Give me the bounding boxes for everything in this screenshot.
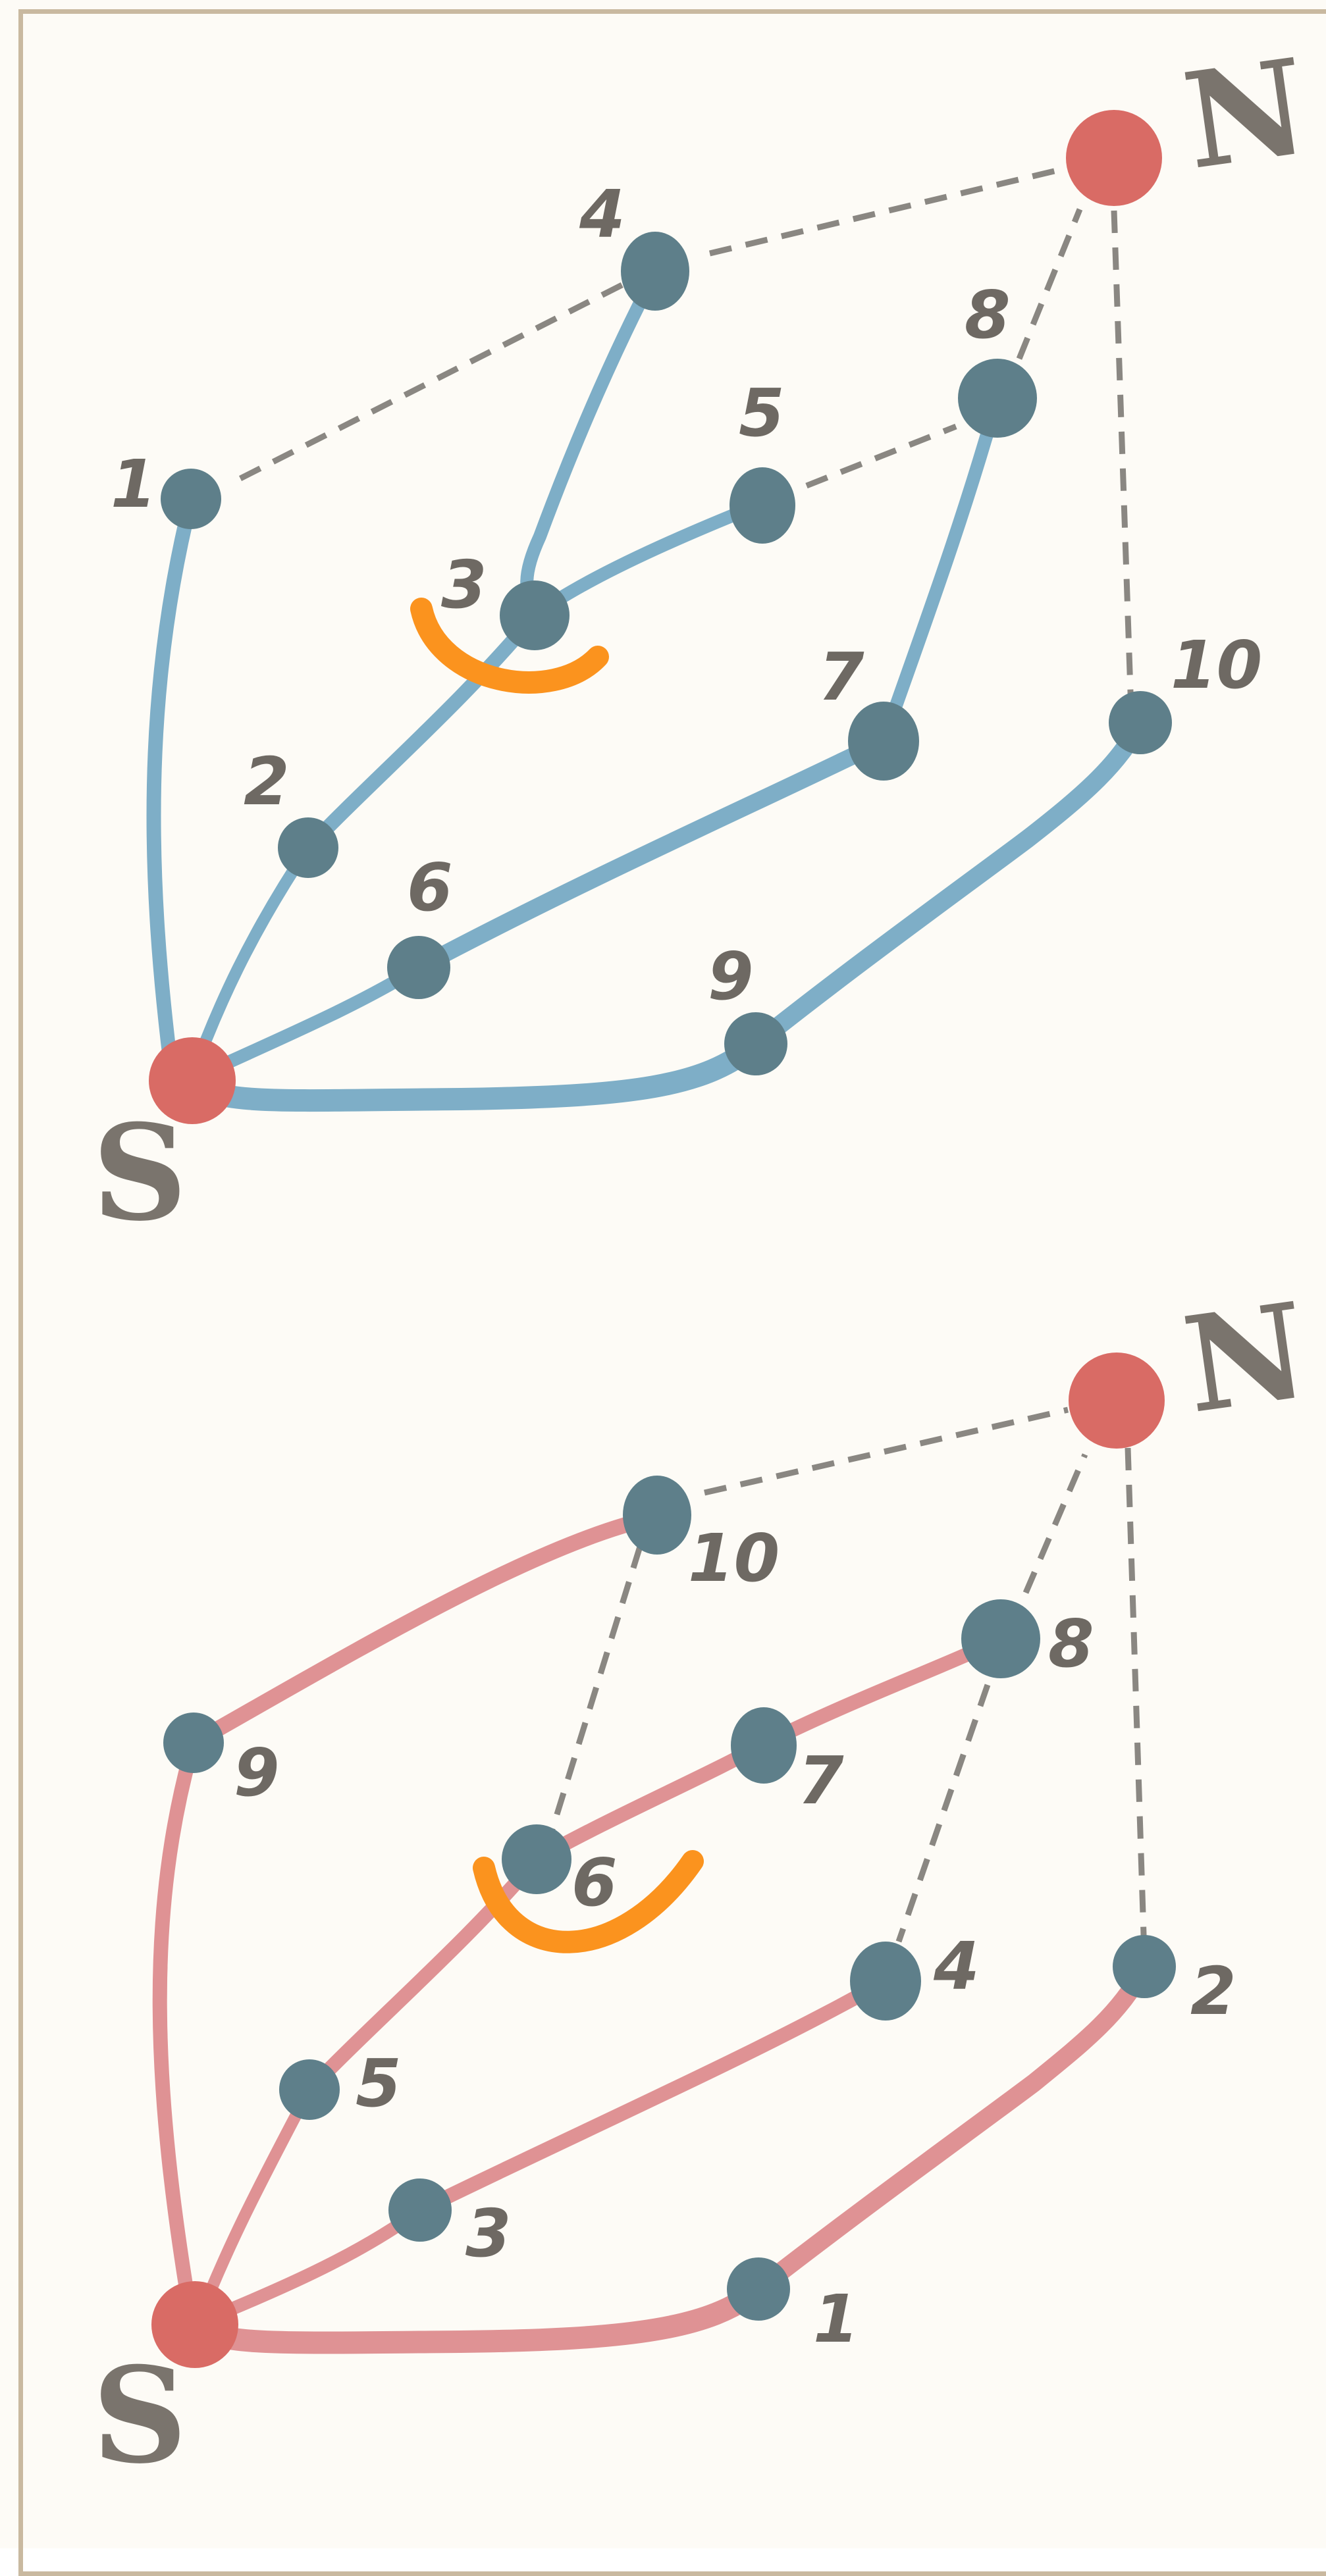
edge-6-7: [419, 741, 884, 967]
node-7: [731, 1707, 797, 1784]
node-3: [388, 2178, 452, 2242]
dashed-edge-8-4: [899, 1685, 988, 1942]
node-label-3: 3: [441, 546, 487, 623]
node-label-2: 2: [1190, 1953, 1236, 2030]
node-label-7: 7: [798, 1742, 844, 1819]
node-label-4: 4: [579, 176, 625, 253]
edge-s-9: [192, 1044, 756, 1100]
dashed-edge-1-4: [240, 270, 652, 478]
node-label-3: 3: [465, 2195, 512, 2272]
node-8: [961, 1599, 1040, 1678]
node-label-10: 10: [688, 1520, 780, 1597]
dashed-edge-5-8: [807, 426, 956, 486]
graph-b: 1 2 3 4 5 6 7 8 9 10 S N: [92, 1274, 1316, 2493]
edge-s-9: [160, 1743, 194, 2325]
edge-3-4: [420, 1981, 886, 2210]
node-5: [279, 2059, 340, 2120]
node-label-6: 6: [407, 849, 453, 926]
node-label-7: 7: [818, 638, 864, 715]
node-1: [161, 469, 221, 529]
pole-label-n: N: [1175, 1274, 1316, 1443]
node-9: [163, 1713, 224, 1773]
dashed-edge-10-n: [704, 1410, 1068, 1493]
node-6: [387, 936, 450, 999]
dashed-edge-8-n: [1026, 1455, 1085, 1593]
edge-9-10: [194, 1517, 657, 1743]
node-9: [724, 1012, 787, 1075]
node-label-9: 9: [708, 938, 754, 1015]
node-label-8: 8: [1048, 1605, 1094, 1682]
edge-s-1: [196, 2289, 758, 2343]
pole-label-s: S: [92, 2338, 187, 2493]
node-label-5: 5: [739, 374, 785, 451]
edge-3-5: [535, 503, 762, 615]
dashed-edge-2-n: [1128, 1448, 1144, 1955]
node-10: [1109, 691, 1172, 754]
edge-s-1: [154, 500, 191, 1079]
edge-7-8: [884, 398, 997, 741]
edge-2-3: [308, 615, 535, 848]
node-label-1: 1: [111, 446, 157, 523]
node-4: [850, 1942, 921, 2021]
node-2: [278, 817, 338, 878]
node-10: [623, 1476, 691, 1555]
graph-a-dashed-edges: [240, 168, 1131, 711]
terminal-n: [1066, 110, 1162, 206]
node-4: [621, 232, 689, 311]
node-6: [502, 1824, 571, 1894]
node-5: [729, 467, 795, 544]
node-label-6: 6: [571, 1844, 618, 1921]
node-8: [958, 359, 1037, 438]
node-label-4: 4: [933, 1928, 980, 2005]
dashed-edge-8-n: [1019, 209, 1080, 359]
node-label-9: 9: [234, 1734, 280, 1811]
node-2: [1113, 1935, 1176, 1998]
node-label-8: 8: [965, 276, 1011, 353]
node-1: [727, 2257, 790, 2321]
pole-label-n: N: [1175, 30, 1316, 199]
node-label-2: 2: [244, 743, 290, 820]
node-label-1: 1: [813, 2280, 859, 2357]
node-label-10: 10: [1171, 627, 1262, 704]
graph-a: 1 2 3 4 5 6 7 8 9 10 S N: [92, 30, 1316, 1250]
node-label-5: 5: [356, 2045, 402, 2122]
terminal-n: [1069, 1352, 1165, 1449]
dashed-edge-4-n: [710, 168, 1068, 253]
node-3: [500, 580, 570, 650]
dashed-edge-10-n: [1114, 211, 1131, 711]
dashed-edge-10-6: [550, 1547, 640, 1838]
pole-label-s: S: [92, 1096, 187, 1250]
